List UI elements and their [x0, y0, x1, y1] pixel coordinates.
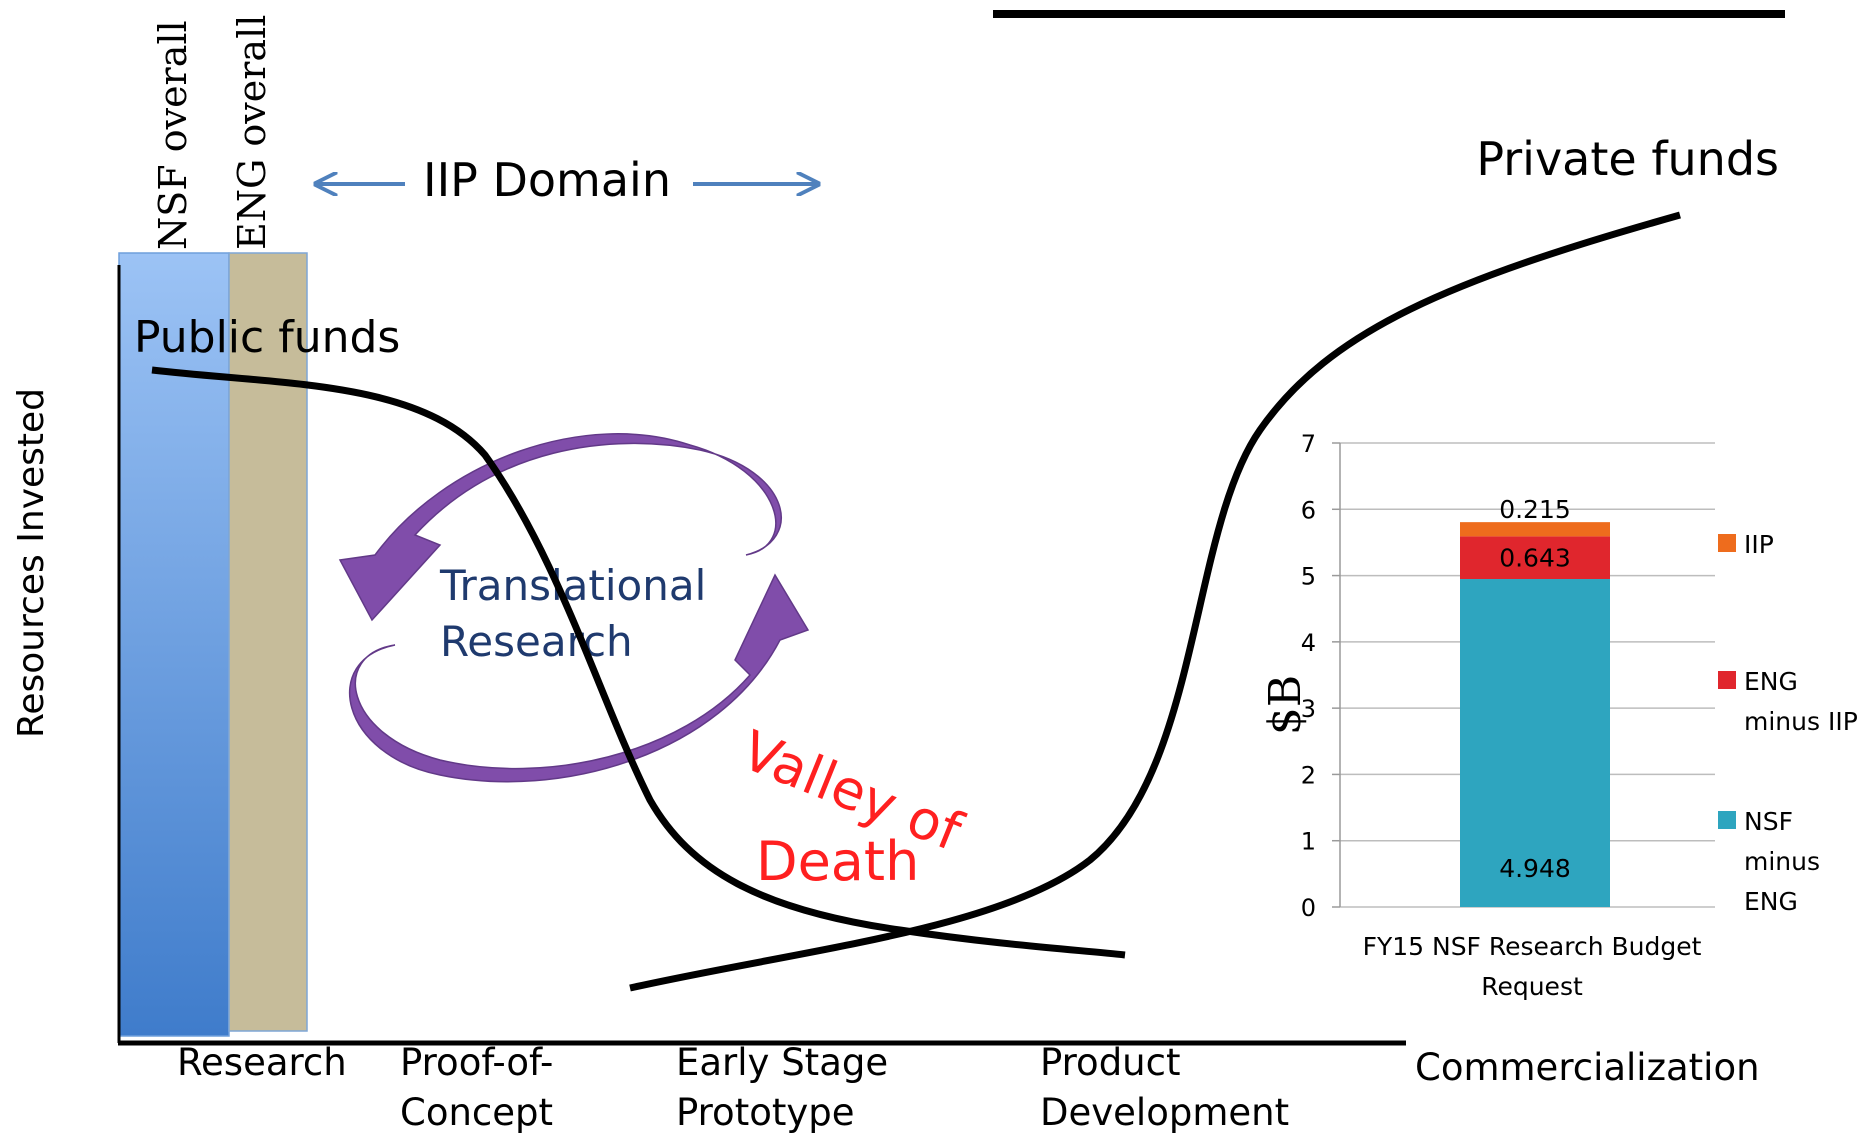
stage-labels: Research Proof-of- Concept Early Stage P… — [177, 1041, 1760, 1134]
chart-data-label: 0.643 — [1499, 543, 1571, 572]
chart-tick-label: 0 — [1301, 894, 1316, 922]
nsf-overall-label: NSF overall — [151, 20, 195, 250]
chart-legend-label: minus — [1744, 847, 1820, 876]
chart-tick-label: 5 — [1301, 563, 1316, 591]
stage-product-line1: Product — [1040, 1041, 1180, 1084]
chart-legend-label: NSF — [1744, 807, 1793, 836]
translational-cycle — [338, 433, 810, 783]
chart-legend-label: ENG — [1744, 887, 1798, 916]
chart-tick-label: 1 — [1301, 828, 1316, 856]
translational-line1: Translational — [439, 561, 706, 610]
chart-category-label: Request — [1481, 972, 1583, 1001]
chart-legend-swatch — [1718, 811, 1736, 829]
chart-tick-label: 7 — [1301, 430, 1316, 458]
stage-early-line2: Prototype — [676, 1091, 855, 1134]
chart-tick-label: 3 — [1301, 695, 1316, 723]
stage-product-line2: Development — [1040, 1091, 1289, 1134]
stage-early-line1: Early Stage — [676, 1041, 888, 1084]
cycle-top-arrow — [338, 433, 782, 622]
chart-legend-label: IIP — [1744, 530, 1774, 559]
chart-data-label: 4.948 — [1499, 854, 1571, 883]
chart-data-label: 0.215 — [1499, 495, 1571, 524]
chart-tick-label: 2 — [1301, 761, 1316, 789]
chart-legend-swatch — [1718, 534, 1736, 552]
chart-tick-label: 4 — [1301, 629, 1316, 657]
chart-category-label: FY15 NSF Research Budget — [1363, 932, 1702, 961]
chart-bar-segment — [1460, 579, 1610, 907]
private-funds-curve — [629, 211, 1681, 992]
translational-line2: Research — [440, 617, 633, 666]
stage-research: Research — [177, 1041, 347, 1084]
stage-commercialization: Commercialization — [1415, 1046, 1760, 1089]
cycle-bottom-arrow — [348, 573, 810, 783]
chart-legend-label: minus IIP — [1744, 707, 1858, 736]
stage-proof-line2: Concept — [400, 1091, 553, 1134]
chart-bar-segment — [1460, 536, 1610, 580]
valley-death-line2: Death — [756, 830, 919, 893]
private-funds-label: Private funds — [1476, 132, 1779, 186]
chart-tick-label: 6 — [1301, 496, 1316, 524]
eng-overall-label: ENG overall — [230, 15, 274, 250]
chart-y-label: $B — [1260, 675, 1311, 735]
y-axis-label: Resources Invested — [11, 388, 52, 738]
chart-bar-segment — [1460, 522, 1610, 537]
public-funds-label: Public funds — [134, 312, 400, 363]
iip-domain-label: IIP Domain — [423, 153, 671, 207]
chart-legend-swatch — [1718, 671, 1736, 689]
public-funds-curve — [151, 366, 1126, 959]
nsf-overall-bar — [118, 252, 230, 1037]
eng-overall-bar — [228, 252, 308, 1032]
stage-proof-line1: Proof-of- — [400, 1041, 553, 1084]
chart-legend-label: ENG — [1744, 667, 1798, 696]
